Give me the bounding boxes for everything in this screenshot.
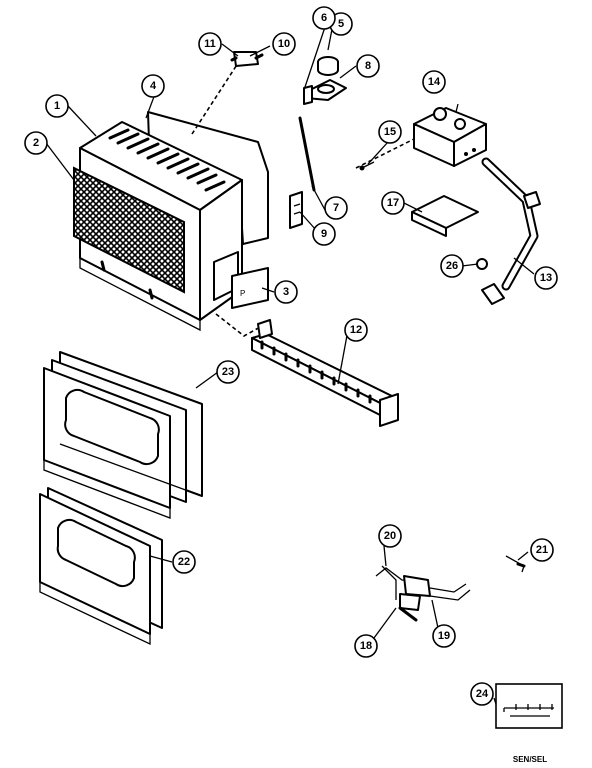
- callout-26: 26: [440, 254, 464, 278]
- callout-20: 20: [378, 524, 402, 548]
- svg-text:10: 10: [278, 38, 290, 50]
- callout-8: 8: [356, 54, 380, 78]
- svg-text:26: 26: [446, 260, 458, 272]
- callout-6: 6: [312, 6, 336, 30]
- svg-text:15: 15: [384, 126, 396, 138]
- mount-bracket: [303, 85, 313, 105]
- svg-text:18: 18: [360, 640, 372, 652]
- cabinet-base: [79, 258, 201, 332]
- panel-window: [64, 389, 160, 465]
- svg-text:23: 23: [222, 366, 234, 378]
- pilot-body: [399, 593, 421, 611]
- valve-knob: [433, 107, 447, 121]
- washer: [476, 258, 488, 270]
- top-louvers: [108, 128, 226, 192]
- tube-fitting: [481, 283, 505, 305]
- svg-text:11: 11: [204, 38, 216, 50]
- radiant-panel-single: [39, 487, 163, 646]
- callout-24: 24: [470, 682, 494, 706]
- knob-mount-hole: [317, 84, 335, 94]
- callout-23: 23: [216, 360, 240, 384]
- burner-end-bracket: [379, 393, 399, 427]
- gas-control-valve: [413, 107, 487, 167]
- label-plate-caption: SEN/SEL: [513, 755, 547, 764]
- callout-4: 4: [141, 74, 165, 98]
- valve-knob-2: [454, 118, 466, 130]
- cover-mark: P: [240, 289, 245, 298]
- svg-text:13: 13: [540, 272, 552, 284]
- svg-text:19: 19: [438, 630, 450, 642]
- svg-text:1: 1: [54, 100, 60, 112]
- heater-cabinet: P: [73, 111, 269, 332]
- callout-1: 1: [45, 94, 69, 118]
- burner-top: [251, 333, 397, 405]
- burner-ports: [260, 340, 372, 404]
- callout-17: 17: [381, 191, 405, 215]
- control-knob-assembly: [303, 56, 347, 105]
- single-panel-window: [56, 519, 136, 587]
- svg-text:22: 22: [178, 556, 190, 568]
- pilot-assembly: [375, 565, 471, 622]
- pilot-tubing: [429, 583, 471, 601]
- callout-18: 18: [354, 634, 378, 658]
- callout-9: 9: [312, 222, 336, 246]
- callout-11: 11: [198, 32, 222, 56]
- svg-text:2: 2: [33, 137, 39, 149]
- callout-3: 3: [274, 280, 298, 304]
- burner-front: [251, 337, 383, 417]
- pilot-burner: [403, 575, 431, 597]
- callout-12: 12: [344, 318, 368, 342]
- svg-text:24: 24: [476, 688, 489, 700]
- svg-text:9: 9: [321, 228, 327, 240]
- dashed-link-cabinet-burner: [215, 313, 263, 337]
- gas-supply-tube: [481, 157, 541, 305]
- svg-text:17: 17: [387, 197, 399, 209]
- svg-text:6: 6: [321, 12, 327, 24]
- svg-text:4: 4: [150, 80, 157, 92]
- callout-19: 19: [432, 624, 456, 648]
- callout-22: 22: [172, 550, 196, 574]
- callout-15: 15: [378, 120, 402, 144]
- callout-21: 21: [530, 538, 554, 562]
- cabinet-feet: [100, 260, 154, 300]
- svg-text:20: 20: [384, 530, 396, 542]
- callout-10: 10: [272, 32, 296, 56]
- callout-14: 14: [422, 70, 446, 94]
- svg-text:5: 5: [338, 18, 344, 30]
- svg-text:7: 7: [333, 202, 339, 214]
- valve-side: [453, 123, 487, 167]
- svg-text:14: 14: [428, 76, 441, 88]
- callout-7: 7: [324, 196, 348, 220]
- svg-text:21: 21: [536, 544, 548, 556]
- tube-fitting-top: [523, 191, 541, 209]
- control-knob-body: [317, 62, 339, 76]
- rating-label-plate: [495, 683, 563, 729]
- svg-text:8: 8: [365, 60, 371, 72]
- rod-bracket: [289, 191, 303, 229]
- dashed-link-cabinet-connector: [191, 59, 241, 135]
- burner-bar: [251, 319, 399, 427]
- svg-text:3: 3: [283, 286, 289, 298]
- front-grille: [73, 166, 185, 294]
- svg-text:12: 12: [350, 324, 362, 336]
- radiant-panel-set: [43, 351, 203, 519]
- access-cover: [231, 267, 269, 309]
- pilot-screw: [398, 606, 418, 622]
- callout-2: 2: [24, 131, 48, 155]
- callout-13: 13: [534, 266, 558, 290]
- control-rod: [298, 116, 316, 192]
